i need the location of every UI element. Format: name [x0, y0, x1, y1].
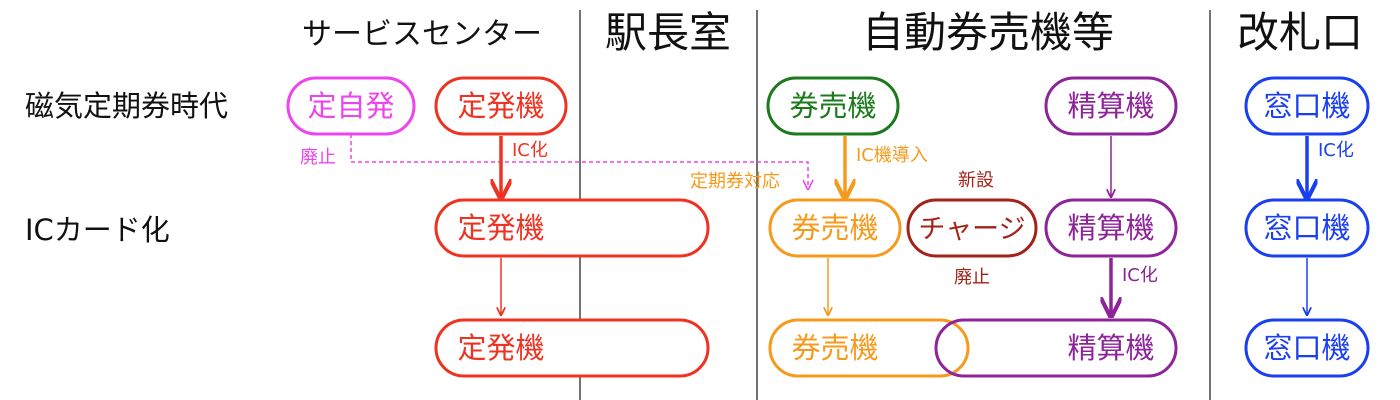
svg-text:券売機: 券売機	[789, 89, 876, 123]
svg-text:チャージ: チャージ	[918, 214, 1025, 245]
label-new-install: 新設	[958, 170, 994, 191]
svg-text:窓口機: 窓口機	[1263, 331, 1350, 365]
svg-text:券売機: 券売機	[791, 331, 878, 365]
header-service-center: サービスセンター	[302, 17, 542, 52]
node-madoguchiki-2: 窓口機	[1244, 198, 1370, 258]
row-label-ic-card: ICカード化	[25, 213, 170, 247]
node-teiki-hakkouki-3: 定発機	[434, 318, 710, 378]
header-stationmaster: 駅長室	[605, 8, 731, 57]
svg-text:窓口機: 窓口機	[1263, 89, 1350, 123]
svg-text:精算機: 精算機	[1067, 331, 1154, 365]
svg-text:定発機: 定発機	[457, 211, 544, 245]
node-madoguchiki-3: 窓口機	[1244, 318, 1370, 378]
header-ticket-machines: 自動券売機等	[862, 8, 1114, 57]
svg-text:券売機: 券売機	[791, 211, 878, 245]
svg-text:定発機: 定発機	[457, 89, 544, 123]
label-ic-seisanki: IC化	[1122, 265, 1158, 286]
label-ic-teiki: IC化	[512, 140, 548, 161]
svg-text:精算機: 精算機	[1067, 89, 1154, 123]
svg-text:精算機: 精算機	[1067, 211, 1154, 245]
node-seisanki-1: 精算機	[1044, 76, 1178, 136]
label-abolished-charge: 廃止	[954, 267, 990, 288]
node-kenbaiki-2: 券売機	[768, 198, 902, 258]
label-ic-madoguchi: IC化	[1318, 140, 1354, 161]
row-label-magnetic: 磁気定期券時代	[25, 89, 228, 123]
node-teiji-hatsu: 定自発	[286, 76, 416, 136]
node-seisanki-2: 精算機	[1044, 198, 1178, 258]
label-abolished-teiji: 廃止	[300, 147, 336, 168]
label-ic-machine-intro: IC機導入	[856, 145, 928, 166]
header-gate: 改札口	[1237, 8, 1363, 57]
node-teiki-hakkouki-1: 定発機	[434, 76, 568, 136]
svg-text:定自発: 定自発	[307, 89, 394, 123]
label-commuter-support: 定期券対応	[690, 171, 780, 192]
node-charge: チャージ	[906, 198, 1038, 258]
node-kenbaiki-3: 券売機	[768, 318, 970, 378]
svg-text:定発機: 定発機	[457, 331, 544, 365]
svg-text:窓口機: 窓口機	[1263, 211, 1350, 245]
node-madoguchiki-1: 窓口機	[1244, 76, 1370, 136]
node-seisanki-3: 精算機	[934, 318, 1178, 378]
commuter-transfer-dashed-line	[350, 134, 808, 188]
node-kenbaiki-1: 券売機	[766, 76, 900, 136]
node-teiki-hakkouki-2: 定発機	[434, 198, 710, 258]
